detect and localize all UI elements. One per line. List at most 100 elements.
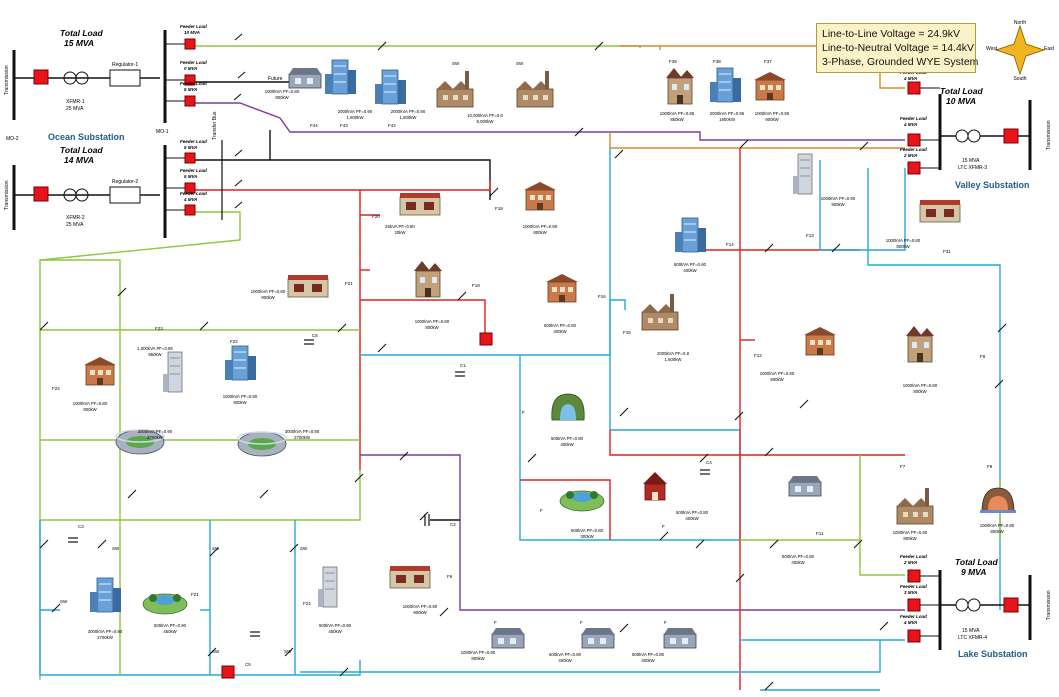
load-kw: 800kW — [275, 95, 289, 100]
lake-substation — [907, 569, 1032, 650]
pool-icon — [142, 593, 188, 615]
load-kw: 400kW — [558, 658, 572, 663]
tower-icon — [317, 566, 338, 608]
store-icon — [399, 192, 441, 216]
valley-breaker[interactable] — [1003, 128, 1019, 144]
xfmr4-rating: 15 MVA — [962, 628, 980, 634]
load-kw: 400kW — [685, 516, 699, 521]
load-kw: 900kW — [765, 117, 779, 122]
transmission-label: Transmission — [4, 180, 10, 210]
tag: F39 — [669, 59, 677, 64]
load-rating: 10,000kVA PF=0.8 — [467, 113, 503, 118]
feeder-load-label: Feeder Load — [900, 614, 927, 619]
load-rating: 500kVA PF=0.80 — [782, 554, 815, 559]
feeder-breaker[interactable] — [907, 598, 921, 612]
xfmr1-label: XFMR-1 — [66, 99, 85, 105]
lake-load-value: 9 MVA — [961, 567, 986, 577]
transmission-label: Transmission — [1046, 590, 1052, 620]
regulator-2-icon — [109, 186, 141, 204]
tag: F44 — [310, 123, 318, 128]
transmission-label: Transmission — [1046, 120, 1052, 150]
future-label: Future — [268, 76, 283, 82]
load-kw: 400kW — [791, 560, 805, 565]
feeder-load-value: 2 MVA — [903, 560, 917, 565]
ocean-substation-name: Ocean Substation — [48, 132, 125, 142]
ocean-substation — [12, 30, 223, 238]
feeder-breaker[interactable] — [907, 81, 921, 95]
info-line-2: Line-to-Neutral Voltage = 14.4kV — [822, 42, 975, 54]
feeder-breaker[interactable] — [184, 204, 196, 216]
load-kw: 450kW — [163, 629, 177, 634]
tag: F20 — [372, 214, 380, 219]
load-rating: 1,000kVA PF=0.95 — [137, 346, 173, 351]
transfer-bus-label: Transfer Bus — [212, 111, 218, 140]
feeder-breaker[interactable] — [907, 629, 921, 643]
tag: F43 — [340, 123, 348, 128]
house-icon — [905, 325, 935, 363]
load-kw: 2700kW — [97, 635, 114, 640]
feeder-breaker[interactable] — [184, 152, 196, 164]
capacitor-symbols — [68, 339, 710, 637]
factory-icon — [788, 475, 822, 497]
load-kw: 900kW — [831, 202, 845, 207]
office-tower-icon — [709, 67, 742, 103]
xfmr2-label: XFMR-2 — [66, 215, 85, 221]
lake-breaker[interactable] — [1003, 597, 1019, 613]
compass-north: North — [1014, 20, 1026, 26]
ocean-breaker-2[interactable] — [33, 186, 49, 202]
office-tower-icon — [674, 217, 707, 253]
load-kw: 800kW — [913, 389, 927, 394]
feeder-breaker[interactable] — [184, 38, 196, 50]
feeder-breaker[interactable] — [907, 569, 921, 583]
school-icon — [83, 356, 117, 386]
tag: SW — [212, 649, 220, 654]
load-kw: 400kW — [641, 658, 655, 663]
feeder-load-label: Feeder Load — [180, 24, 207, 29]
factory-icon — [516, 70, 554, 108]
feeder-breaker[interactable] — [184, 95, 196, 107]
system-info-box: Line-to-Line Voltage = 24.9kV Line-to-Ne… — [816, 23, 978, 73]
tag: SW — [452, 61, 460, 66]
feeder-load-label: Feeder Load — [180, 139, 207, 144]
house-icon — [413, 260, 443, 298]
feeder-load-value: 5 MVA — [184, 87, 197, 92]
load-rating: 25kVA PF=0.80 — [385, 224, 415, 229]
load-kw: 300kW — [580, 534, 594, 539]
load-kw: 20kW — [395, 230, 407, 235]
compass-south: South — [1013, 76, 1026, 82]
switch-symbols — [39, 33, 1007, 691]
ocean-load1-title: Total Load — [60, 28, 103, 38]
tie-breaker[interactable] — [221, 665, 235, 679]
factory-icon — [436, 70, 474, 108]
load-rating: 1000kVA PF=0.80 — [251, 289, 286, 294]
load-rating: 1000kVA PF=0.90 — [755, 111, 790, 116]
factory-icon — [641, 293, 679, 331]
tower-icon — [792, 153, 813, 195]
feeder-load-label: Feeder Load — [180, 81, 207, 86]
load-rating: 2000kVA PF=0.90 — [391, 109, 426, 114]
ocean-breaker-1[interactable] — [33, 69, 49, 85]
load-rating: 2000kVA PF=0.90 — [338, 109, 373, 114]
load-rating: 1000kVA PF=0.80 — [893, 530, 928, 535]
info-line-1: Line-to-Line Voltage = 24.9kV — [822, 28, 961, 40]
feeder-breaker[interactable] — [907, 161, 921, 175]
feeder-load-value: 0 MVA — [184, 66, 197, 71]
store-icon — [287, 274, 329, 298]
xfmr3-rating: 15 MVA — [962, 158, 980, 164]
tag: F — [580, 620, 583, 625]
load-kw: 1,600kW — [665, 357, 683, 362]
feeder-breaker[interactable] — [907, 133, 921, 147]
tag: F18 — [495, 206, 503, 211]
load-kw: 950kW — [148, 352, 162, 357]
tag: F14 — [726, 242, 734, 247]
load-rating: 500kVA PF=0.80 — [632, 652, 665, 657]
xfmr-2-icon — [63, 188, 89, 202]
tag: F — [664, 620, 667, 625]
feeder-load-label: Feeder Load — [180, 168, 207, 173]
feeder-load-value: 4 MVA — [183, 197, 197, 202]
tie-breaker[interactable] — [479, 332, 493, 346]
tag: F — [522, 410, 525, 415]
school-icon — [523, 181, 557, 211]
mo1-label: MO-1 — [156, 129, 169, 135]
